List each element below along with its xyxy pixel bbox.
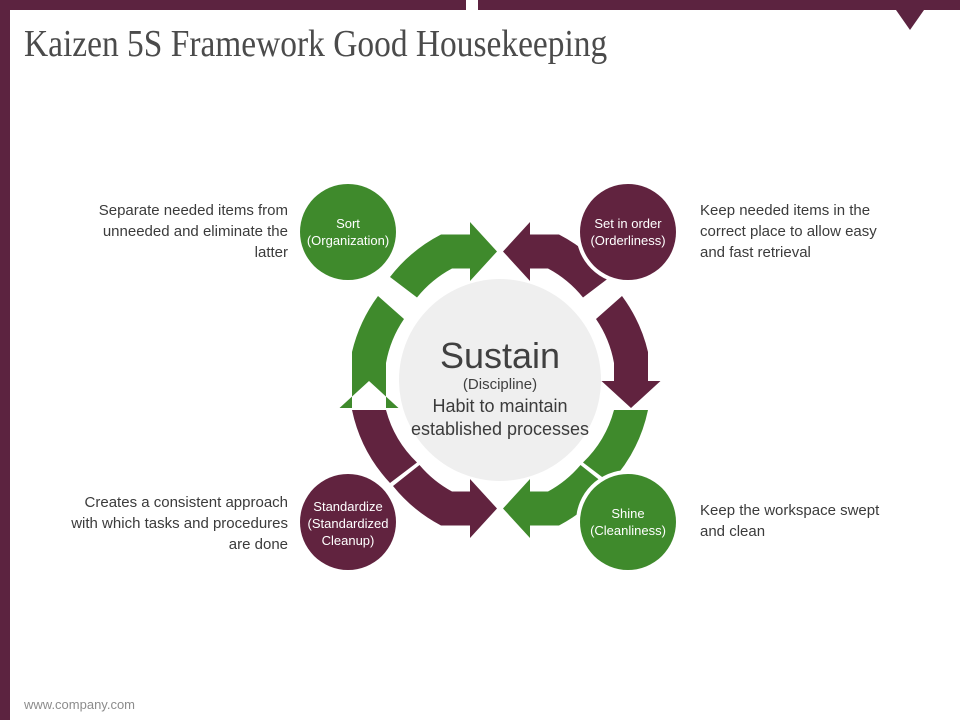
node-set-in-order-circle[interactable] — [580, 184, 676, 280]
node-standardize-label-line1: Standardize — [313, 499, 382, 514]
caption-sort-line3: latter — [254, 244, 288, 261]
caption-shine-line1: Keep the workspace swept — [700, 502, 880, 519]
node-shine-label-line2: (Cleanliness) — [590, 523, 666, 538]
node-standardize-label-line3: Cleanup) — [322, 533, 375, 548]
caption-shine-line2: and clean — [700, 523, 766, 540]
caption-set-in-order: Keep needed items in the correct place t… — [700, 200, 938, 263]
caption-sort: Separate needed items from unneeded and … — [60, 200, 288, 263]
caption-set-in-order-line2: correct place to allow easy — [700, 223, 877, 240]
center-description-line2: established processes — [411, 419, 589, 439]
caption-set-in-order-line1: Keep needed items in the — [700, 202, 871, 219]
caption-standardize: Creates a consistent approach with which… — [52, 492, 288, 555]
caption-sort-line1: Separate needed items from — [98, 202, 288, 219]
node-sort-label-line1: Sort — [336, 216, 360, 231]
node-set-in-order[interactable]: Set in order (Orderliness) — [576, 180, 680, 284]
top-accent-bar-gap — [466, 0, 478, 10]
center-circle — [399, 279, 601, 481]
node-sort-circle[interactable] — [300, 184, 396, 280]
caption-sort-line2: unneeded and eliminate the — [102, 223, 288, 240]
arrow-left — [339, 296, 417, 483]
top-accent-notch-icon — [896, 10, 924, 30]
top-accent-bar — [10, 0, 960, 10]
node-set-in-order-label-line1: Set in order — [594, 216, 662, 231]
node-standardize-label-line2: (Standardized — [308, 516, 389, 531]
node-set-in-order-label-line2: (Orderliness) — [590, 233, 665, 248]
center-subtitle: (Discipline) — [463, 376, 537, 393]
left-accent-bar — [0, 0, 10, 720]
arrow-right — [596, 296, 661, 408]
arrow-top-left — [390, 222, 497, 298]
footer-website: www.company.com — [24, 697, 136, 712]
node-shine-label-line1: Shine — [611, 506, 644, 521]
node-standardize[interactable]: Standardize (Standardized Cleanup) — [296, 470, 400, 574]
caption-standardize-line3: are done — [228, 536, 288, 553]
node-sort[interactable]: Sort (Organization) — [296, 180, 400, 284]
page-title: Kaizen 5S Framework Good Housekeeping — [24, 23, 608, 65]
arrow-bottom-left — [393, 465, 497, 538]
node-standardize-circle[interactable] — [300, 474, 396, 570]
arrow-top-right — [503, 222, 610, 298]
caption-standardize-line2: with which tasks and procedures — [71, 515, 288, 532]
caption-standardize-line1: Creates a consistent approach — [84, 494, 288, 511]
node-shine-circle[interactable] — [580, 474, 676, 570]
caption-shine: Keep the workspace swept and clean — [700, 500, 938, 542]
caption-set-in-order-line3: and fast retrieval — [700, 244, 811, 261]
node-sort-label-line2: (Organization) — [307, 233, 389, 248]
node-shine[interactable]: Shine (Cleanliness) — [576, 470, 680, 574]
arrow-bottom-right — [503, 410, 648, 538]
center-description-line1: Habit to maintain — [432, 396, 567, 416]
center-title: Sustain — [440, 335, 560, 376]
